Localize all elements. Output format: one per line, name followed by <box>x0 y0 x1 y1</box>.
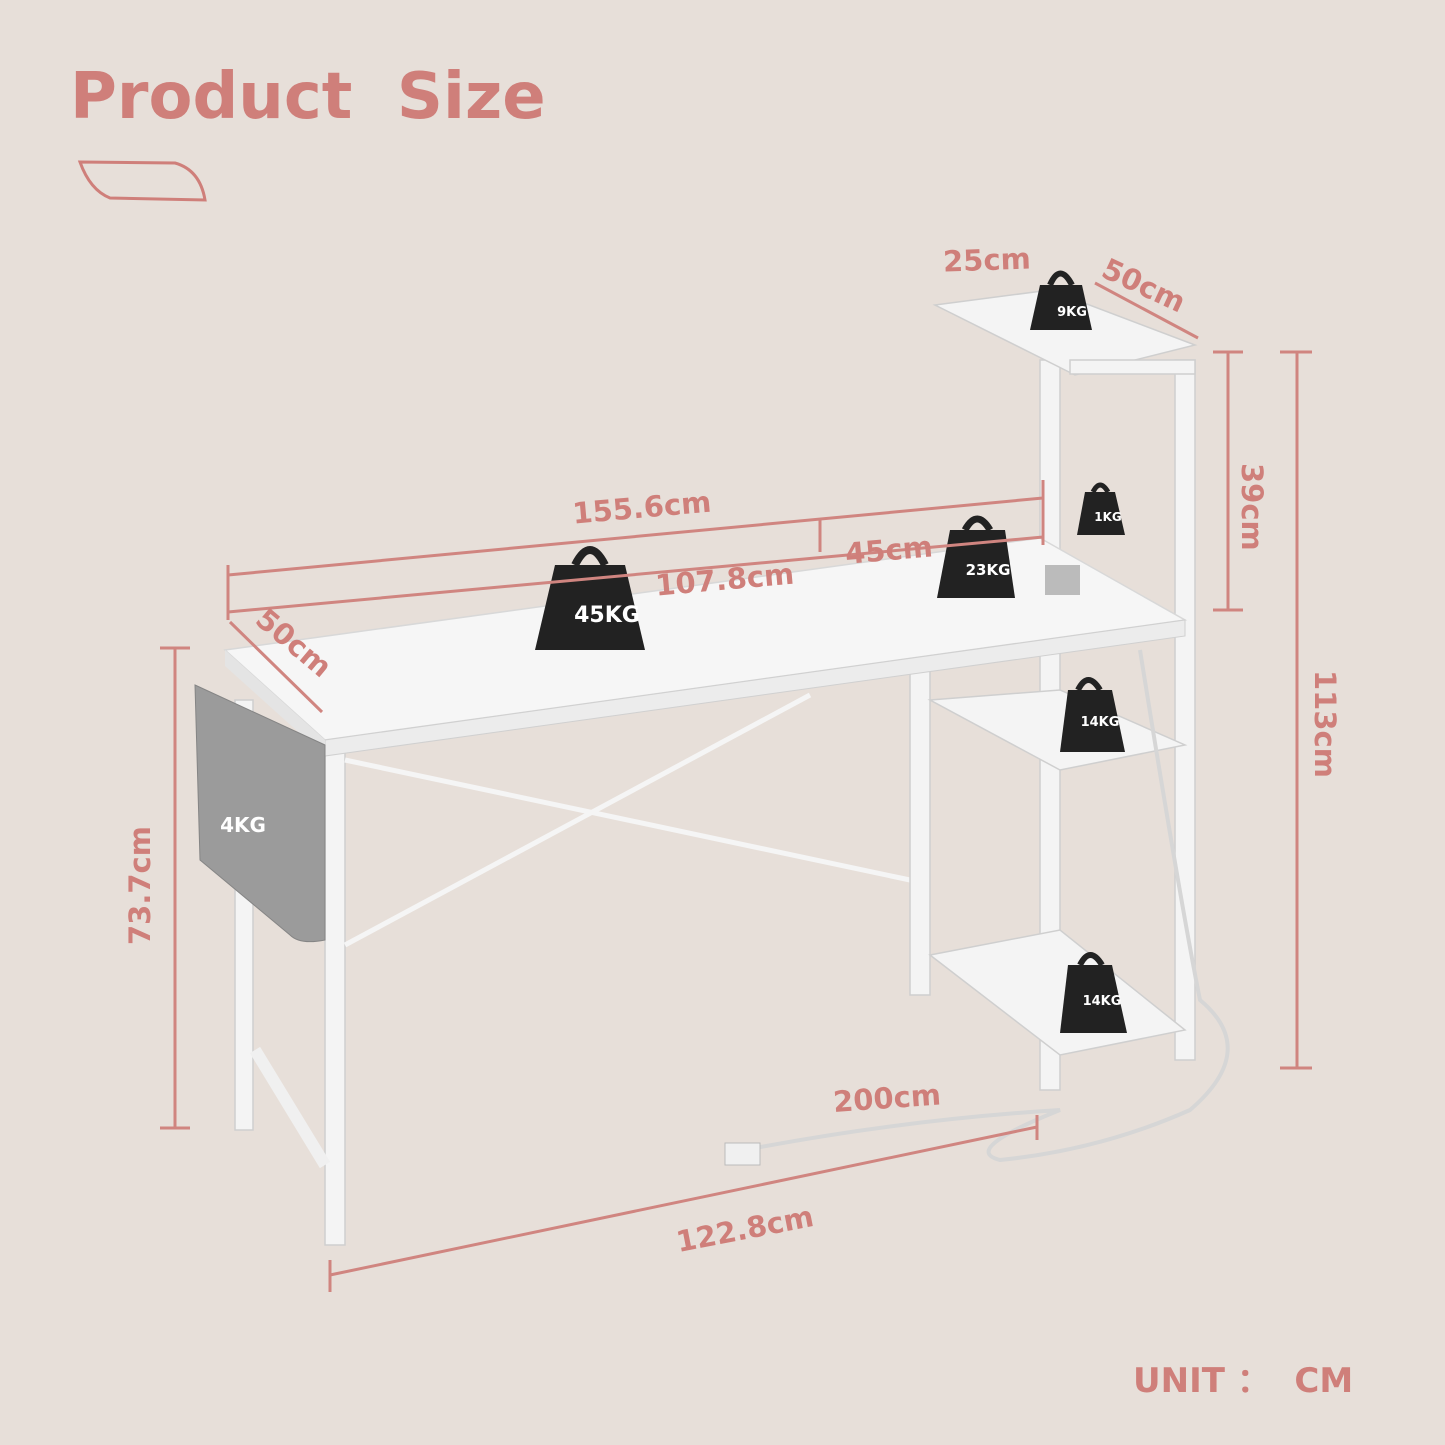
dim-total-width: 155.6cm <box>571 485 713 531</box>
svg-text:23KG: 23KG <box>966 561 1011 579</box>
dim-desk-height: 73.7cm <box>123 826 157 945</box>
weight-14kg-bottom: 14KG <box>1060 952 1127 1033</box>
dim-total-height: 113cm <box>1308 670 1342 778</box>
dim-base-width: 122.8cm <box>673 1199 816 1259</box>
dim-shelf-height: 39cm <box>1235 463 1269 551</box>
dim-cable-length: 200cm <box>832 1077 942 1118</box>
power-strip <box>1045 565 1080 595</box>
dim-top-shelf-width: 25cm <box>942 242 1031 279</box>
dim-shelf-width: 45cm <box>844 529 934 571</box>
svg-text:14KG: 14KG <box>1083 994 1122 1009</box>
desk-frame <box>234 289 1198 1246</box>
weight-23kg: 23KG <box>937 515 1015 598</box>
page-title: Product Size <box>70 60 546 134</box>
bag-load-label: 4KG <box>220 813 266 837</box>
plug-icon <box>724 1142 761 1166</box>
dimension-lines <box>160 281 1312 1292</box>
weight-14kg-middle: 14KG <box>1060 677 1125 752</box>
unit-label: UNIT ： CM <box>1133 1361 1353 1401</box>
weight-45kg: 45KG <box>535 546 645 650</box>
weight-1kg: 1KG <box>1077 482 1125 535</box>
svg-text:1KG: 1KG <box>1094 510 1122 524</box>
weight-9kg: 9KG <box>1030 270 1092 330</box>
svg-text:9KG: 9KG <box>1057 305 1087 320</box>
power-cable <box>744 649 1230 1163</box>
storage-bag <box>194 684 326 943</box>
decorative-shape <box>77 160 207 202</box>
svg-text:45KG: 45KG <box>574 603 640 628</box>
svg-text:14KG: 14KG <box>1081 715 1120 730</box>
